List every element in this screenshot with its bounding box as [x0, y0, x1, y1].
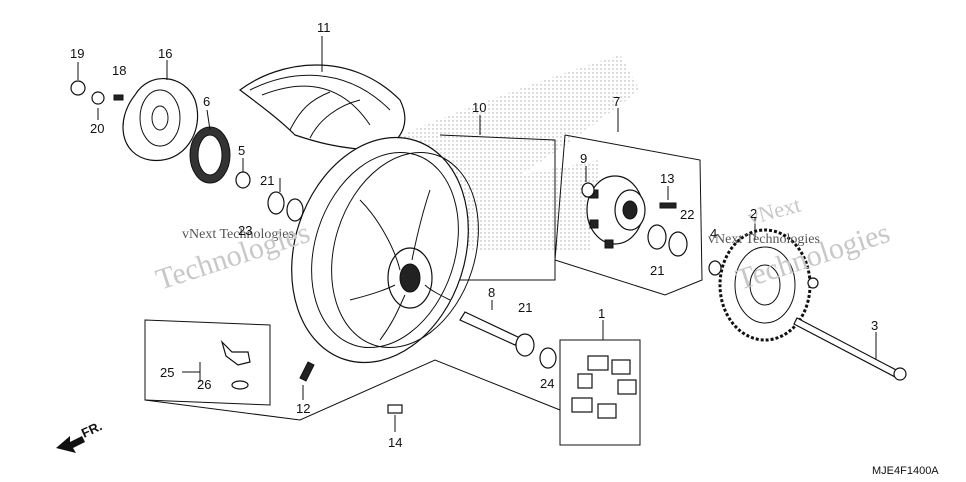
label-20: 21: [650, 263, 664, 278]
label-8: 8: [488, 285, 495, 300]
bearing-21b: [515, 333, 535, 357]
bearing-23: [286, 198, 304, 222]
bearing-20: [647, 224, 667, 250]
group-outlines: [144, 134, 703, 446]
valve-assembly: [220, 339, 251, 366]
dust-seal-22: [668, 231, 688, 257]
label-21c: 21: [518, 300, 532, 315]
stud-15: [659, 202, 677, 209]
label-22: 22: [680, 207, 694, 222]
nut-4: [708, 260, 722, 276]
valve-washer: [231, 380, 249, 390]
label-7: 7: [613, 94, 620, 109]
label-2: 2: [750, 206, 757, 221]
label-16: 18: [112, 63, 126, 78]
valve: [299, 361, 315, 382]
watermark-left-small: vNext Technologies: [182, 227, 294, 242]
fr-label: FR.: [79, 418, 104, 440]
label-15: 13: [660, 171, 674, 186]
label-21a: 21: [260, 173, 274, 188]
label-19: 20: [90, 121, 104, 136]
label-10: 10: [472, 100, 486, 115]
brake-disc: [122, 78, 199, 162]
label-25: 25: [160, 365, 174, 380]
axle-collar: [459, 311, 521, 346]
watermark-right-small: vNext Technologies: [708, 232, 820, 247]
washer-19: [91, 91, 105, 105]
collar-9: [581, 182, 595, 198]
wheel: [291, 136, 479, 364]
driven-flange: [586, 175, 646, 249]
label-14: 14: [388, 435, 402, 450]
label-11: 11: [317, 20, 331, 35]
label-12: 12: [296, 401, 310, 416]
rear-axle: [793, 317, 901, 379]
diagram-reference-code: MJE4F1400A: [872, 465, 939, 477]
label-4: 4: [710, 226, 717, 241]
label-1: 1: [598, 306, 605, 321]
part-labels: 11 16 19 18 6 20 5 21 23 10 7 9 13 22 21…: [70, 20, 878, 450]
collar-5: [235, 171, 251, 189]
label-26: 26: [197, 377, 211, 392]
bearing-21a: [267, 191, 285, 215]
damper-rubbers: [571, 355, 637, 419]
nut-18: [70, 80, 86, 96]
label-3: 3: [871, 318, 878, 333]
tire: [238, 64, 406, 151]
nut-right: [807, 277, 819, 289]
label-23: 23: [238, 223, 252, 238]
label-5: 5: [238, 143, 245, 158]
label-9: 9: [580, 151, 587, 166]
bolt-16: [113, 94, 124, 101]
label-6: 6: [203, 94, 210, 109]
label-18: 19: [70, 46, 84, 61]
dust-seal-24: [539, 347, 557, 369]
label-13: 16: [158, 46, 172, 61]
leader-lines: [77, 36, 877, 432]
front-direction-arrow: FR.: [56, 418, 104, 453]
weight-14: [387, 404, 403, 414]
label-24: 24: [540, 376, 554, 391]
